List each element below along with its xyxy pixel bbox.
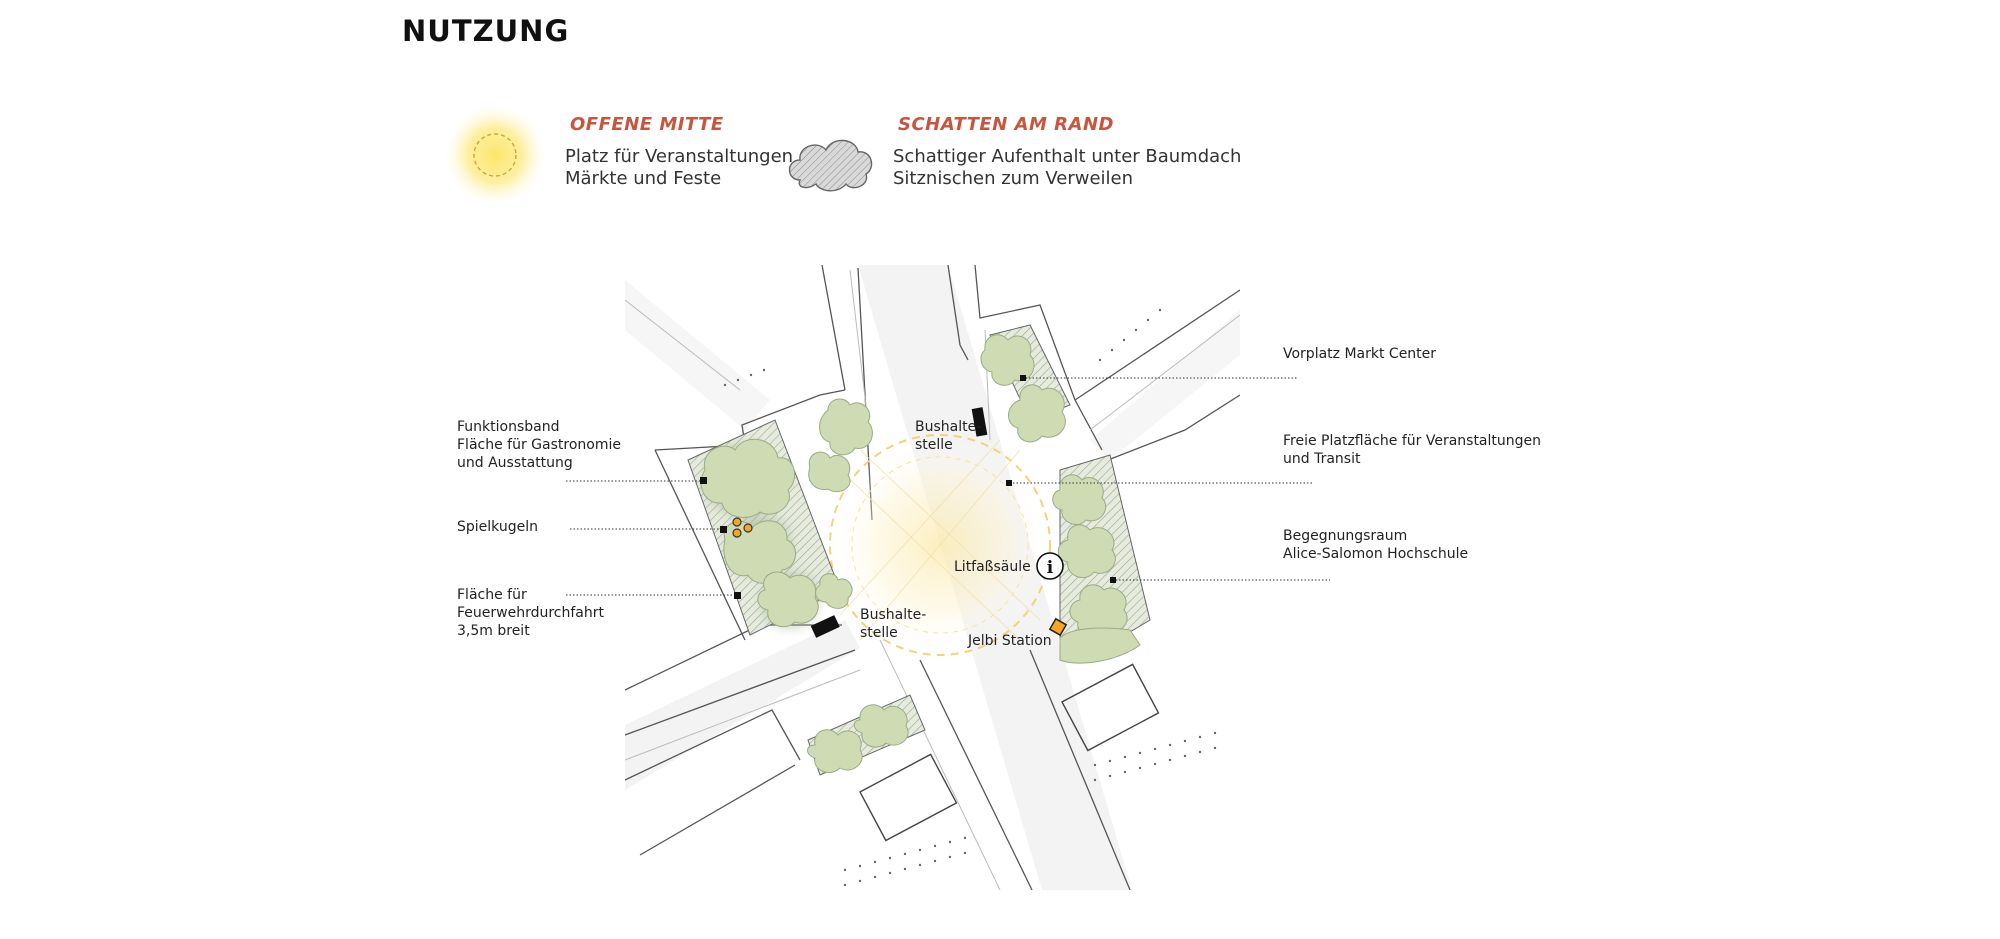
label-litfasssaeule: Litfaßsäule: [954, 559, 1031, 575]
legend-line: Platz für Veranstaltungen: [565, 146, 794, 167]
legend-line: Märkte und Feste: [565, 168, 722, 189]
label-bushaltestelle-north: Bushalte- stelle: [915, 418, 981, 454]
south-tree-canopy: [807, 704, 909, 773]
nw-small-tree: [819, 398, 873, 456]
label-line: Alice-Salomon Hochschule: [1283, 546, 1469, 562]
info-icon: i: [1036, 552, 1064, 580]
label-spielkugeln: Spielkugeln: [457, 519, 538, 535]
label-begegnungsraum: Begegnungsraum Alice-Salomon Hochschule: [1283, 527, 1468, 563]
parking-dots: [723, 308, 1217, 887]
road-west-east: [625, 620, 860, 790]
bus-stop-south: [810, 615, 840, 638]
cloud-tree-icon: [788, 139, 873, 192]
label-line: stelle: [860, 625, 898, 641]
label-freie-platzflaeche: Freie Platzfläche für Veranstaltungen un…: [1283, 432, 1541, 468]
label-line: Funktionsband: [457, 419, 560, 435]
legend-line: Schattiger Aufenthalt unter Baumdach: [893, 146, 1242, 167]
plaza-grid: [839, 439, 1041, 641]
east-tree-canopy: [1052, 474, 1141, 664]
road-north-east: [1090, 310, 1240, 460]
legend-text-offene-mitte: Platz für Veranstaltungen Märkte und Fes…: [565, 146, 793, 190]
label-line: stelle: [915, 437, 953, 453]
parking-block: [1061, 663, 1160, 752]
info-glyph: i: [1047, 558, 1054, 578]
jelbi-station-marker: [1048, 617, 1068, 637]
sun-circle-icon: [445, 105, 545, 205]
legend-heading-offene-mitte: OFFENE MITTE: [570, 114, 724, 135]
label-line: 3,5m breit: [457, 623, 530, 639]
label-line: Bushalte-: [915, 419, 982, 435]
label-line: Bushalte-: [860, 607, 927, 623]
label-bushaltestelle-south: Bushalte- stelle: [860, 606, 926, 642]
site-plan: i: [625, 265, 1240, 890]
label-line: Freie Platzfläche für Veranstaltungen: [1283, 433, 1542, 449]
legend-line: Sitznischen zum Verweilen: [893, 168, 1134, 189]
road-north-west: [625, 280, 770, 430]
label-line: und Transit: [1283, 451, 1361, 467]
label-line: Feuerwehrdurchfahrt: [457, 605, 604, 621]
label-line: Fläche für: [457, 587, 527, 603]
spielkugeln-marker: [732, 517, 753, 538]
bus-stop-north: [971, 407, 988, 437]
leader-markers: [700, 375, 1116, 599]
open-centre-ring: [829, 434, 1051, 656]
parking-block: [859, 753, 958, 842]
leader-lines: [566, 377, 1330, 596]
label-jelbi-station: Jelbi Station: [968, 633, 1052, 649]
label-funktionsband: Funktionsband Fläche für Gastronomie und…: [457, 418, 621, 472]
ne-tree-canopy: [980, 334, 1066, 443]
open-centre-ring-inner: [851, 456, 1029, 634]
label-line: und Ausstattung: [457, 455, 573, 471]
label-line: Fläche für Gastronomie: [457, 437, 621, 453]
west-tree-canopy: [700, 438, 853, 628]
legend-heading-schatten: SCHATTEN AM RAND: [898, 114, 1114, 135]
legend-text-schatten: Schattiger Aufenthalt unter Baumdach Sit…: [893, 146, 1241, 190]
label-feuerwehr: Fläche für Feuerwehrdurchfahrt 3,5m brei…: [457, 586, 604, 640]
page-title: NUTZUNG: [402, 14, 570, 48]
label-line: Begegnungsraum: [1283, 528, 1408, 544]
label-vorplatz: Vorplatz Markt Center: [1283, 346, 1437, 362]
